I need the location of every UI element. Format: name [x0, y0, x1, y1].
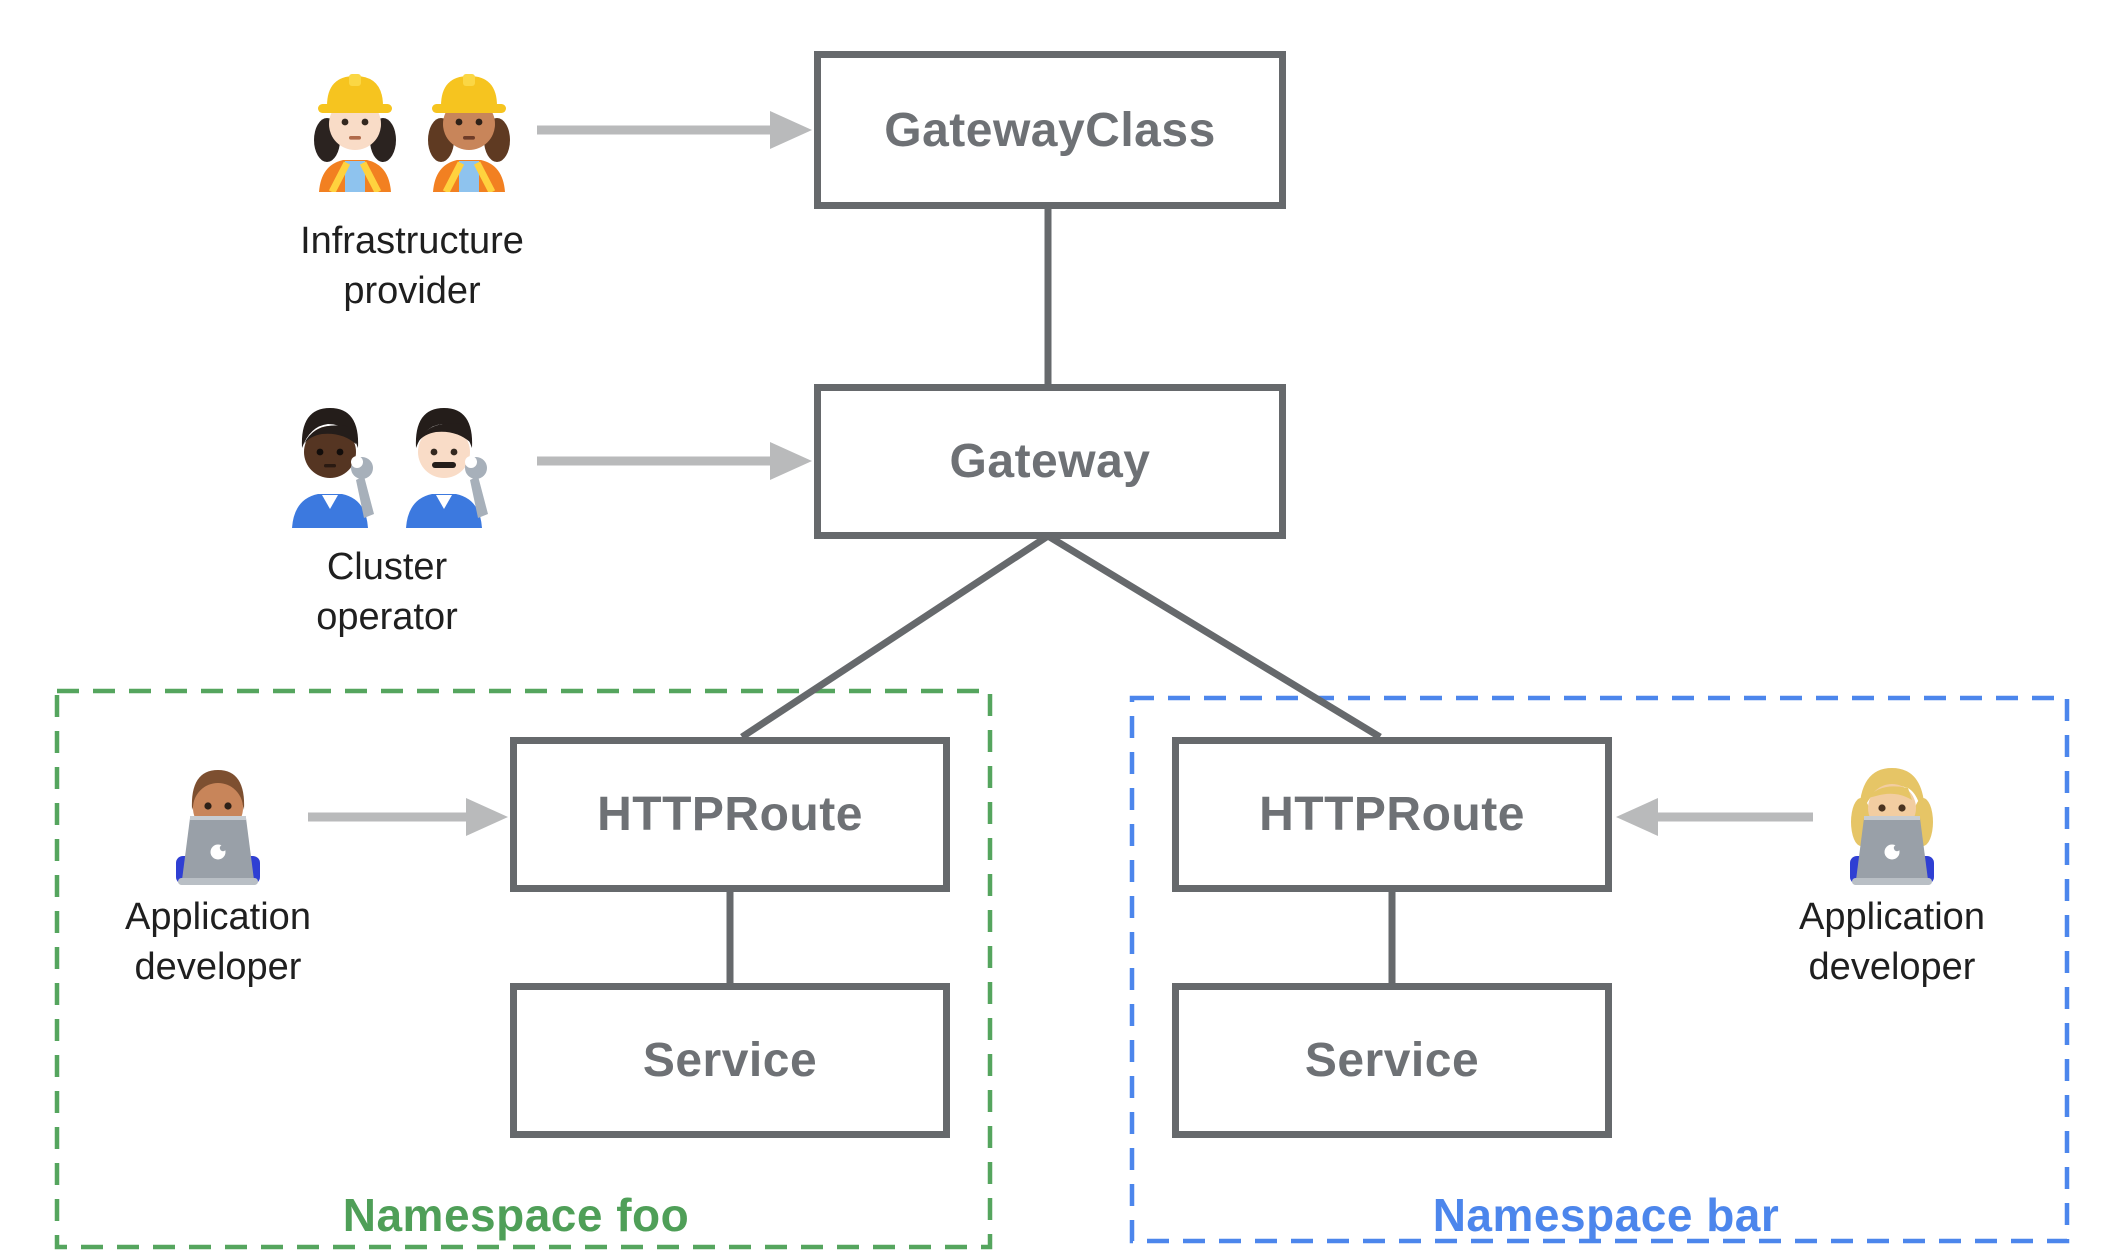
woman-construction-worker-light-icon — [314, 74, 396, 192]
app-developer-bar-icons — [1836, 754, 1948, 886]
man-mechanic-light-icon — [406, 408, 488, 528]
arrowhead-app-developer-bar — [1616, 798, 1658, 836]
persona-cluster-operator: Cluster operator — [227, 396, 547, 642]
app-developer-bar-label: Application developer — [1799, 896, 1985, 988]
mechanic-dark-icon — [292, 408, 374, 528]
cluster-operator-label: Cluster operator — [316, 546, 458, 638]
namespace-bar-label: Namespace bar — [1432, 1189, 1780, 1241]
node-service-bar: Service — [1172, 983, 1612, 1138]
arrowhead-app-developer-foo — [466, 798, 508, 836]
app-developer-foo-icons — [162, 754, 274, 886]
woman-construction-worker-medium-icon — [428, 74, 510, 192]
node-gatewayclass-label: GatewayClass — [884, 103, 1216, 157]
woman-technologist-icon — [1850, 768, 1934, 885]
node-service-foo: Service — [510, 983, 950, 1138]
edge-gateway-httproute-foo — [740, 533, 1050, 740]
arrowhead-infrastructure-provider — [770, 111, 812, 149]
node-httproute-bar: HTTPRoute — [1172, 737, 1612, 892]
cluster-operator-icons — [278, 396, 496, 528]
node-gatewayclass: GatewayClass — [814, 51, 1286, 209]
infrastructure-provider-label: Infrastructure provider — [300, 220, 524, 312]
persona-app-developer-bar: Application developer — [1712, 754, 2072, 992]
persona-app-developer-foo: Application developer — [38, 754, 398, 992]
arrowhead-cluster-operator — [770, 442, 812, 480]
node-httproute-foo: HTTPRoute — [510, 737, 950, 892]
namespace-foo-label: Namespace foo — [342, 1189, 690, 1241]
node-gateway: Gateway — [814, 384, 1286, 539]
node-service-foo-label: Service — [642, 1034, 818, 1087]
node-gateway-label: Gateway — [949, 435, 1151, 488]
persona-infrastructure-provider: Infrastructure provider — [252, 60, 572, 316]
app-developer-foo-label: Application developer — [125, 896, 311, 988]
infrastructure-provider-icons — [303, 60, 521, 192]
man-technologist-icon — [176, 770, 260, 885]
node-service-bar-label: Service — [1304, 1034, 1480, 1087]
edge-gateway-httproute-bar — [1046, 533, 1382, 740]
node-httproute-bar-label: HTTPRoute — [1259, 788, 1525, 841]
node-httproute-foo-label: HTTPRoute — [597, 788, 863, 841]
